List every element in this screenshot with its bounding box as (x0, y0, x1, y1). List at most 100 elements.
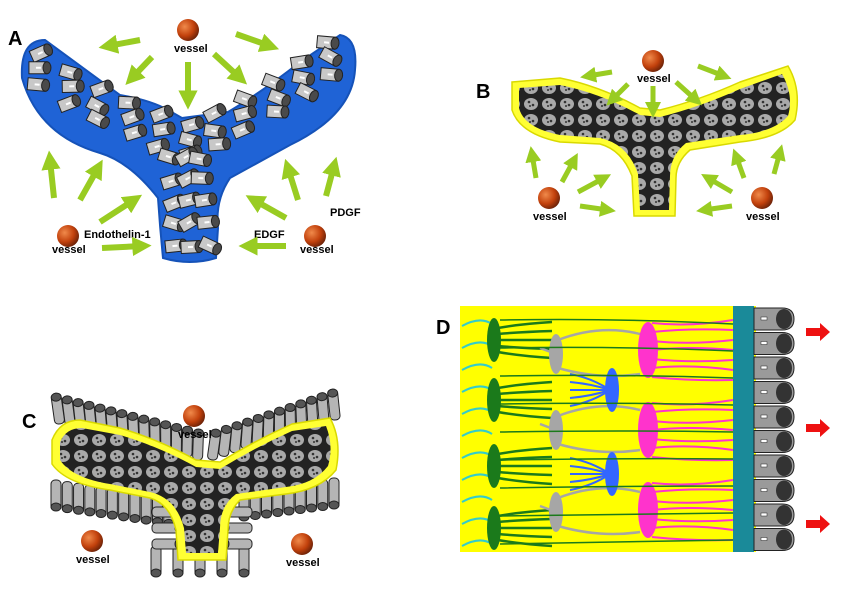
panel-c-cell-core (60, 426, 331, 553)
svg-text:vessel: vessel (533, 211, 567, 223)
red-arrow (806, 515, 830, 533)
columnar-cell (207, 428, 222, 461)
panel-a-cell-cluster (26, 35, 344, 256)
bipolar-cell (549, 410, 563, 450)
ganglion-cell (487, 444, 501, 488)
bipolar-cell (549, 492, 563, 532)
columnar-cell (328, 477, 340, 510)
rod-cell (28, 61, 52, 75)
bipolar-cell (549, 334, 563, 374)
svg-text:vessel: vessel (52, 244, 86, 256)
rod-cell (151, 121, 176, 138)
rod-cell (232, 89, 258, 109)
columnar-cell (106, 487, 118, 520)
panel-d-letter: D (436, 317, 450, 339)
columnar-cell (50, 479, 62, 512)
svg-text:vessel: vessel (746, 211, 780, 223)
columnar-cell (317, 479, 329, 511)
vessel: vessel (637, 50, 671, 85)
columnar-cell (229, 421, 243, 454)
photoreceptor-cell (753, 307, 795, 331)
retinal-layers (461, 318, 734, 550)
rod-cell (202, 122, 227, 139)
svg-text:vessel: vessel (178, 429, 212, 441)
rod-cell (28, 43, 54, 64)
ganglion-cell (487, 378, 501, 422)
columnar-cell (61, 481, 73, 514)
rod-cell (149, 104, 174, 124)
columnar-cell (218, 424, 232, 457)
photoreceptor-cell (753, 381, 795, 404)
rod-cell (180, 116, 205, 134)
columnar-cell (84, 484, 96, 517)
svg-text:vessel: vessel (76, 554, 110, 566)
photoreceptor-cell (753, 332, 795, 355)
rod-cell (318, 46, 343, 67)
rod-cell (122, 123, 148, 142)
rod-cell (289, 54, 314, 71)
rod-cell (197, 235, 223, 256)
rod-cell (260, 72, 286, 92)
photoreceptor-cell (753, 430, 795, 453)
rod-cell (190, 171, 214, 185)
panel-c-letter: C (22, 411, 36, 433)
vessel: vessel (76, 530, 110, 566)
panel-b: B vessel vessel vessel (476, 50, 799, 223)
rod-cell (207, 137, 232, 152)
vessel: vessel (52, 225, 86, 256)
rod-cell (266, 104, 290, 119)
photoreceptor-cell (753, 356, 795, 380)
photoreceptor-cell (753, 479, 795, 502)
panel-d: D (436, 306, 830, 552)
columnar-cell (140, 492, 152, 525)
columnar-cell (192, 428, 204, 461)
columnar-cell (181, 425, 194, 458)
panel-c: C vessel vessel vessel (22, 388, 341, 578)
horizontal-cell (638, 402, 658, 458)
panel-a-letter: A (8, 28, 22, 50)
edgf-label: EDGF (254, 229, 285, 241)
vessel: vessel (533, 187, 567, 223)
columnar-cell (238, 545, 250, 578)
columnar-cell (150, 545, 162, 578)
svg-text:vessel: vessel (174, 43, 208, 55)
red-arrow (806, 419, 830, 437)
photoreceptor-cell (753, 503, 795, 527)
rod-cell (85, 108, 110, 130)
rod-cell (232, 105, 257, 123)
growth-factor-arrows (41, 31, 341, 257)
columnar-cell (118, 489, 130, 522)
rod-cell (58, 63, 83, 82)
rod-cell (120, 107, 145, 127)
rod-cell (319, 67, 344, 82)
vessel: vessel (178, 405, 212, 441)
rod-cell (188, 150, 213, 168)
rod-cell (56, 94, 82, 114)
rod-cell (89, 79, 114, 99)
outflow-arrows (806, 323, 830, 533)
pdgf-label: PDGF (330, 207, 361, 219)
photoreceptor-cell (753, 454, 795, 478)
ganglion-cell (487, 318, 501, 362)
horizontal-cell (638, 482, 658, 538)
growth-factor-arrows (525, 63, 786, 217)
amacrine-cell (605, 452, 619, 496)
panel-b-cell-core (519, 74, 790, 210)
rod-cell (61, 79, 85, 93)
rod-cell (26, 77, 51, 92)
red-arrow (806, 323, 830, 341)
panel-a: A vessel vessel vessel Endothelin-1 EDGF… (8, 19, 361, 263)
rod-cell (177, 130, 203, 149)
columnar-cell (95, 486, 107, 519)
vessel: vessel (174, 19, 208, 55)
columnar-cell (316, 392, 330, 425)
rod-cell (316, 35, 340, 50)
rod-cell (117, 95, 142, 110)
svg-text:vessel: vessel (300, 244, 334, 256)
photoreceptor-cell (753, 528, 795, 551)
columnar-cell (327, 388, 341, 421)
svg-text:vessel: vessel (286, 557, 320, 569)
columnar-cell (251, 413, 264, 446)
amacrine-cell (605, 368, 619, 412)
